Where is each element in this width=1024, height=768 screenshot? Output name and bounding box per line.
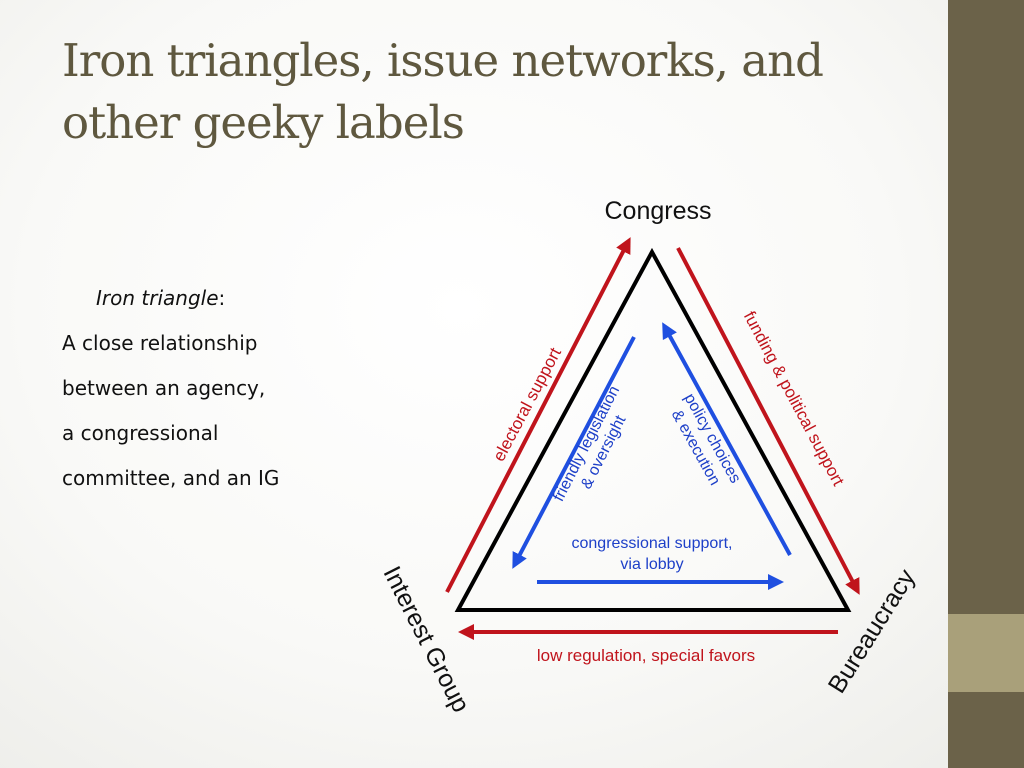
definition-line-1: A close relationship bbox=[62, 331, 258, 355]
iron-triangle-diagram: Congress Interest Group Bureaucracy elec… bbox=[350, 185, 948, 745]
definition-term: Iron triangle bbox=[96, 286, 219, 310]
triangle-outline bbox=[454, 247, 852, 612]
arrow-policy-choices bbox=[662, 322, 792, 556]
label-friendly-legislation-group: friendly legislation & oversight bbox=[550, 383, 629, 504]
arrow-electoral-support bbox=[445, 237, 631, 593]
node-label-interest-group: Interest Group bbox=[377, 562, 475, 717]
definition-line-4: committee, and an IG bbox=[62, 466, 280, 490]
node-label-congress: Congress bbox=[605, 197, 712, 225]
side-bar-accent bbox=[948, 614, 1024, 692]
label-congressional-support-line-1: congressional support, bbox=[572, 535, 733, 552]
slide-title: Iron triangles, issue networks, and othe… bbox=[62, 30, 922, 154]
arrow-funding-political-support bbox=[676, 247, 860, 595]
definition-term-colon: : bbox=[218, 286, 226, 310]
label-low-regulation: low regulation, special favors bbox=[537, 646, 755, 665]
slide-title-line-1: Iron triangles, issue networks, and bbox=[62, 34, 824, 87]
label-congressional-support-line-2: via lobby bbox=[620, 556, 683, 573]
label-electoral-support: electoral support bbox=[489, 344, 565, 464]
definition-line-2: between an agency, bbox=[62, 376, 266, 400]
definition-heading: Iron triangle: bbox=[62, 276, 362, 321]
slide-title-line-2: other geeky labels bbox=[62, 96, 465, 149]
definition-text: Iron triangle: A close relationship betw… bbox=[62, 276, 362, 501]
arrow-friendly-legislation bbox=[512, 336, 636, 569]
iron-triangle-svg: Congress Interest Group Bureaucracy elec… bbox=[377, 197, 921, 717]
definition-line-3: a congressional bbox=[62, 421, 219, 445]
label-policy-choices-group: policy choices & execution bbox=[668, 391, 744, 489]
